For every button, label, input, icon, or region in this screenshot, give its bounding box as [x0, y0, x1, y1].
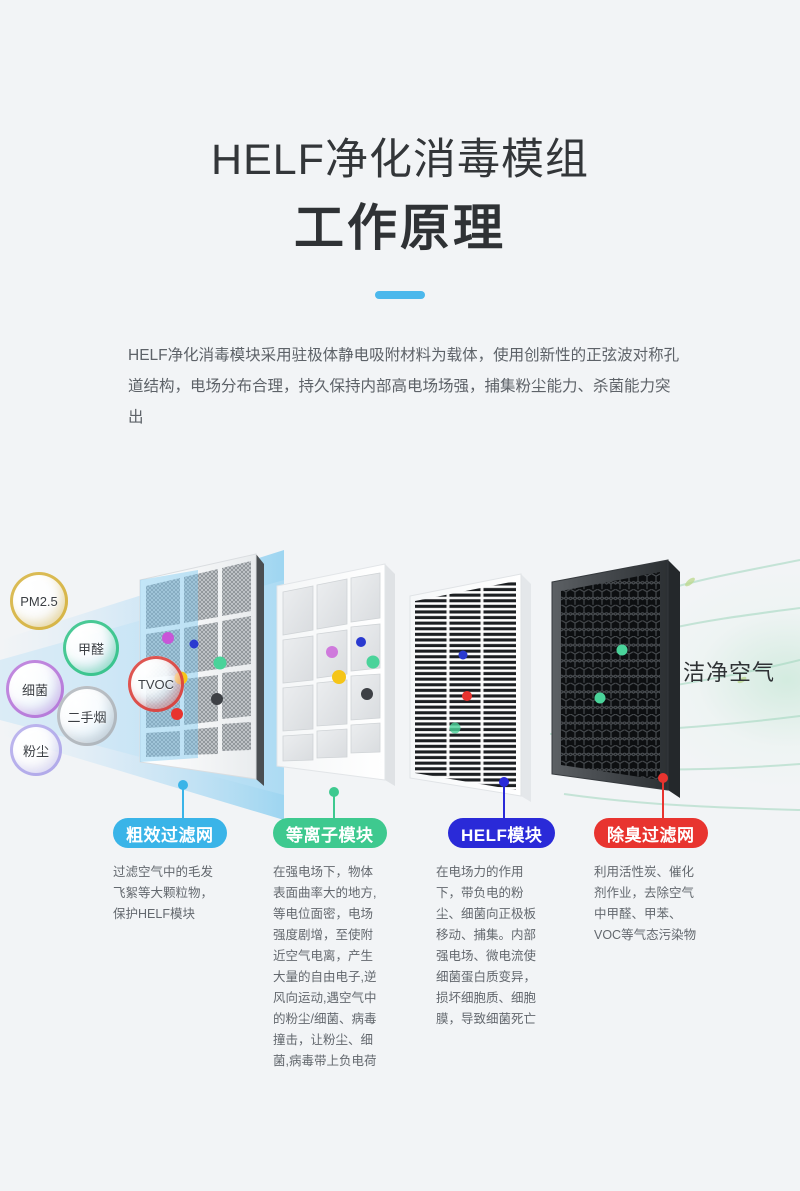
- module-label-helf-module[interactable]: HELF模块: [448, 818, 556, 848]
- module-text-plasma-module: 在强电场下，物体表面曲率大的地方,等电位面密，电场强度剧增，至使附近空气电离，产…: [273, 865, 377, 1068]
- bubble-dust: 粉尘: [10, 724, 62, 776]
- leader-line-coarse-filter: [178, 780, 188, 820]
- bubble-bacteria: 细菌: [6, 660, 64, 718]
- module-text-deodorizing-filter: 利用活性炭、催化剂作业，去除空气中甲醛、甲苯、VOC等气态污染物: [594, 865, 697, 942]
- title-divider: [375, 291, 425, 299]
- module-label-plasma-module[interactable]: 等离子模块: [273, 818, 387, 848]
- leader-line-deodorizing-filter: [658, 773, 668, 820]
- panel-plasma-module: [275, 558, 400, 796]
- page-subtitle: 工作原理: [294, 200, 506, 256]
- leader-dot-plasma-module: [329, 787, 339, 797]
- bubble-pm25: PM2.5: [10, 572, 68, 630]
- module-label-coarse-filter[interactable]: 粗效过滤网: [113, 818, 227, 848]
- intro-paragraph: HELF净化消毒模块采用驻极体静电吸附材料为载体，使用创新性的正弦波对称孔道结构…: [128, 347, 680, 426]
- page-title: HELF净化消毒模组: [211, 136, 589, 184]
- leader-dot-helf-module: [499, 777, 509, 787]
- exploded-view-diagram: PM2.5 甲醛 细菌 二手烟 粉尘 TVOC: [0, 520, 800, 840]
- panel-deodorizing-filter: [548, 558, 688, 810]
- leader-dot-coarse-filter: [178, 780, 188, 790]
- module-text-coarse-filter: 过滤空气中的毛发飞絮等大颗粒物，保护HELF模块: [113, 865, 214, 921]
- leader-line-plasma-module: [329, 787, 339, 820]
- captured-particles: [326, 637, 380, 700]
- module-label-deodorizing-filter[interactable]: 除臭过滤网: [594, 818, 708, 848]
- leader-line-helf-module: [499, 777, 509, 820]
- bubble-tvoc: TVOC: [128, 656, 184, 712]
- module-text-helf-module: 在电场力的作用下，带负电的粉尘、细菌向正极板移动、捕集。内部强电场、微电流使细菌…: [436, 865, 537, 1026]
- captured-particles: [594, 644, 628, 704]
- captured-particles: [449, 650, 472, 734]
- panel-helf-module: [408, 570, 538, 810]
- bubble-formaldehyde: 甲醛: [63, 620, 119, 676]
- bubble-secondhand-smoke: 二手烟: [57, 686, 117, 746]
- leader-dot-deodorizing-filter: [658, 773, 668, 783]
- clean-air-label: 洁净空气: [683, 660, 776, 685]
